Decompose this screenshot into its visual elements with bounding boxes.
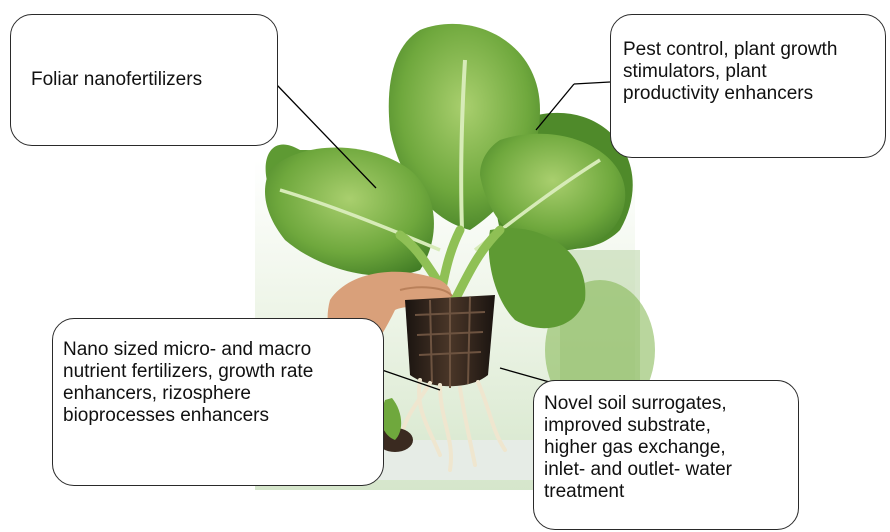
callout-foliar-nanofertilizers: Foliar nanofertilizers	[10, 14, 278, 146]
callout-nano-fertilizers: Nano sized micro- and macro nutrient fer…	[52, 318, 384, 486]
callout-pest-control: Pest control, plant growth stimulators, …	[610, 14, 886, 158]
leader-line-pest	[574, 82, 610, 84]
callout-soil-surrogates: Novel soil surrogates, improved substrat…	[533, 380, 799, 530]
